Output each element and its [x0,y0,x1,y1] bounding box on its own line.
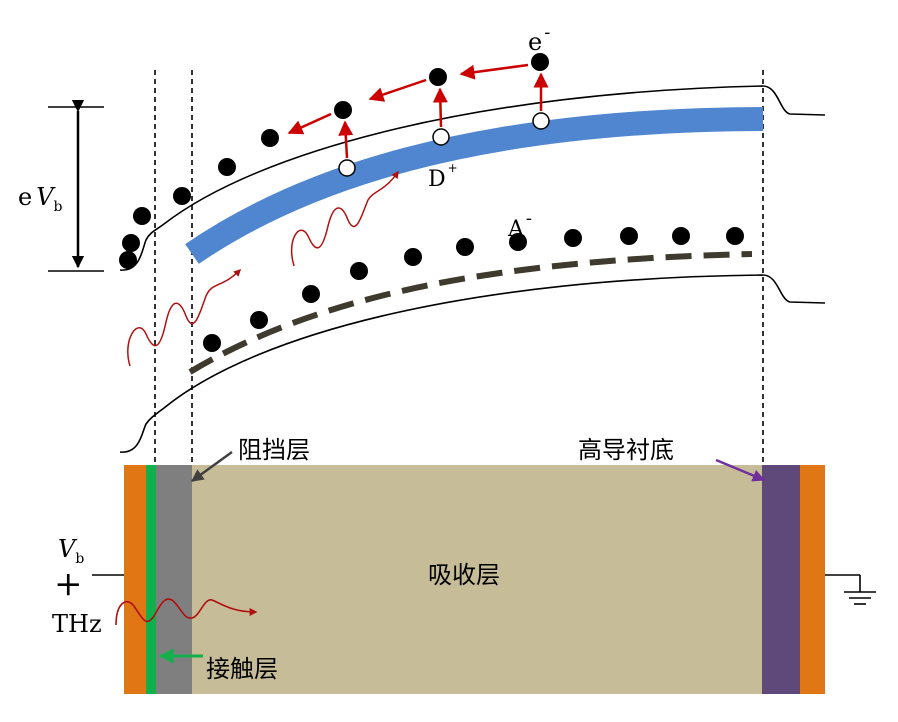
bias-terminal: Vb + [54,535,124,604]
excitation-arrow-icon [432,87,448,128]
absorbing-layer [192,465,762,694]
ground-icon [825,574,876,605]
thz-label: THz [52,610,102,638]
substrate-pointer-arrow-icon [715,458,766,482]
bias-sub: b [75,551,84,567]
acceptor-level [188,251,753,375]
substrate-label: 高导衬底 [578,436,674,464]
electron-icon [218,158,236,176]
substrate-layer [762,465,800,694]
blocking-layer-label: 阻挡层 [238,436,310,464]
photon-waves-band [127,170,399,367]
electron-icon [203,334,221,352]
donor-label-sup: + [448,161,458,175]
device-structure [124,465,825,694]
bias-symbol: V [58,535,78,563]
excitation-arrow-icon [338,120,354,159]
acceptor-label: A [507,217,525,242]
electron-icon [334,101,352,119]
acceptor-electrons [203,227,744,352]
left-electrode [124,465,146,694]
electron-icon [119,251,137,269]
photon-wave-icon [290,170,399,267]
barrier-label-symbol: V [36,183,56,211]
hole-icon [532,112,550,130]
hole-icon [432,128,450,146]
electron-icon [350,262,368,280]
electron-icon [429,68,447,86]
electron-icon [250,311,268,329]
conduction-band-edge [119,85,826,271]
electron-icon [133,207,151,225]
electron-icon [564,229,582,247]
hole-icon [338,159,356,177]
donor-label: D [428,167,446,192]
blocking-pointer-arrow-icon [190,450,233,483]
svg-text:eVb: eVb [18,183,63,215]
impurity-band [185,107,764,264]
contact-layer-label: 接触层 [206,655,278,683]
electron-icon [302,285,320,303]
electron-icon [261,129,279,147]
electron-label: e [528,28,542,56]
thz-photon-wave-icon [115,598,258,626]
drift-arrow-icon [368,78,427,102]
drift-arrow-icon [459,63,529,80]
svg-text:A-: A- [507,208,532,242]
drift-arrow-icon [287,112,332,135]
electron-icon [620,227,638,245]
electron-icon [456,238,474,256]
electron-icon [404,248,422,266]
plus-sign: + [54,564,83,604]
barrier-label-sub: b [54,199,63,215]
right-electrode [800,465,825,694]
electron-icon [173,187,191,205]
electron-icon [122,234,140,252]
electron-transport-arrows [287,63,549,159]
svg-text:Vb: Vb [58,535,84,567]
contact-layer [146,465,156,694]
absorbing-layer-label: 吸收层 [428,561,500,589]
conduction-electrons [119,53,549,269]
valence-band-edge [119,274,826,453]
barrier-label-prefix: e [18,183,32,211]
layer-boundaries [154,70,764,462]
svg-text:D+: D+ [428,161,458,192]
holes [338,112,550,177]
acceptor-label-sup: - [526,208,532,229]
photon-wave-icon [127,268,242,367]
electron-icon [531,53,549,71]
electron-icon [672,227,690,245]
electron-icon [726,227,744,245]
electron-label-sup: - [544,22,550,43]
blocking-layer [156,465,192,694]
electron-icon [509,233,527,251]
svg-text:e-: e- [528,22,550,56]
